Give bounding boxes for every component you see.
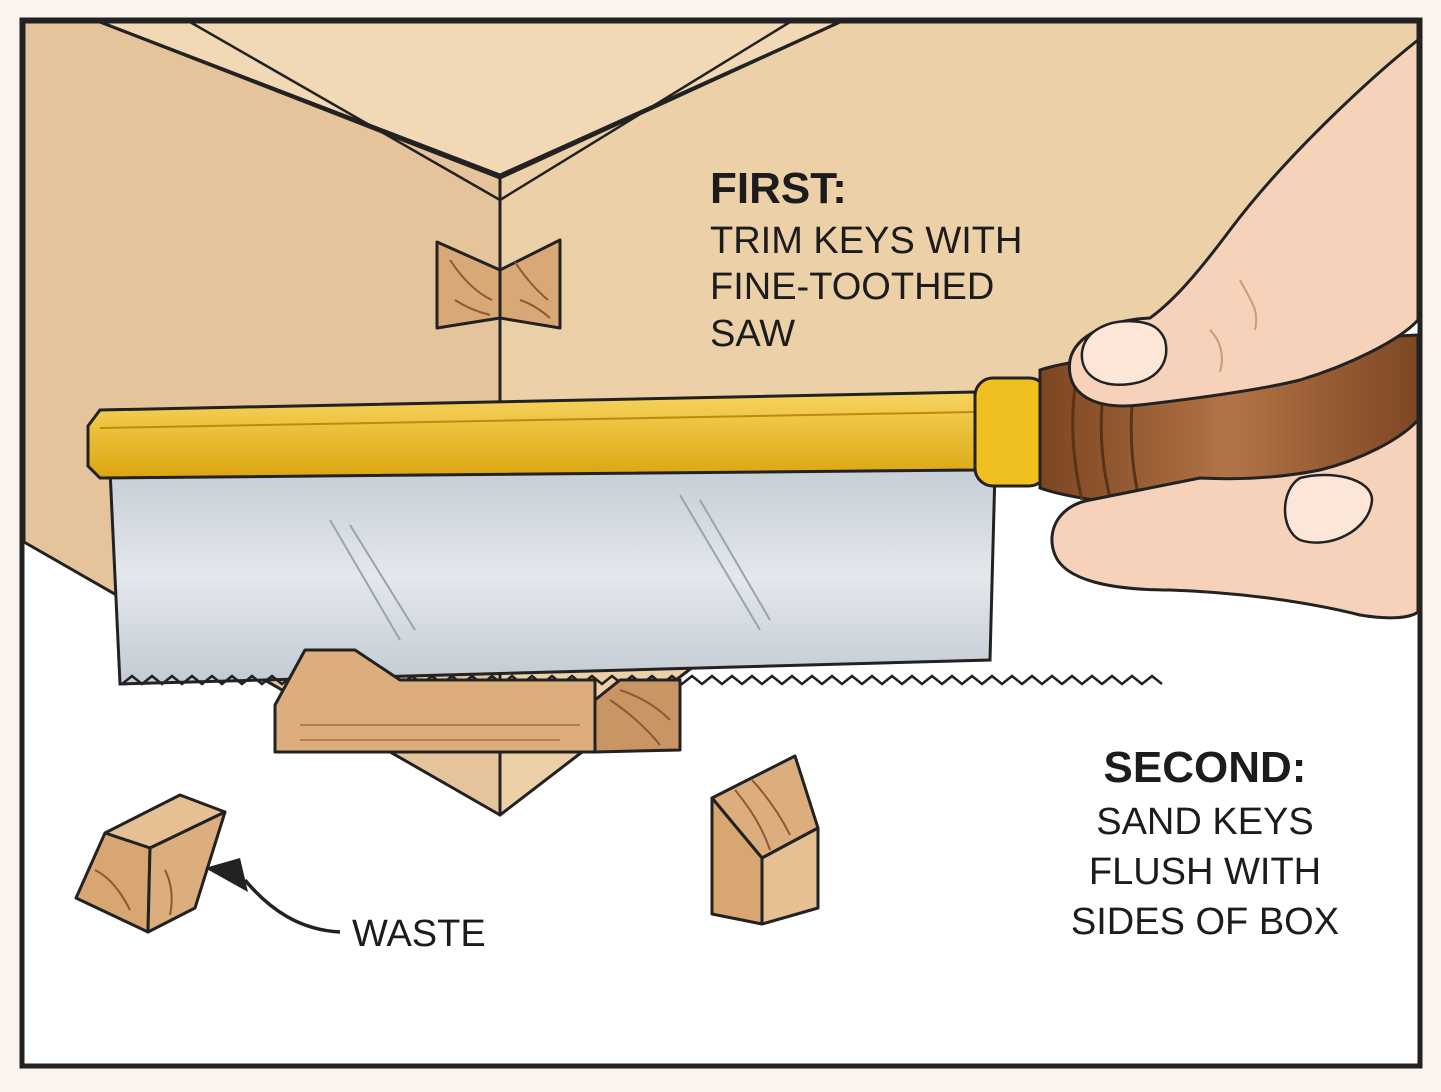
saw-ferrule <box>973 376 1049 488</box>
first-line-2: FINE-TOOTHED <box>710 266 994 308</box>
hand <box>1050 38 1420 620</box>
waste-piece-left <box>74 793 227 934</box>
second-line-1: SAND KEYS <box>1096 801 1314 843</box>
finger-nail <box>1283 473 1374 544</box>
waste-label: WASTE <box>352 913 486 955</box>
second-line-3: SIDES OF BOX <box>1071 901 1339 943</box>
first-line-3: SAW <box>710 313 795 355</box>
first-heading: FIRST: <box>710 164 847 213</box>
saw <box>86 333 1420 686</box>
hand-fingers <box>1050 418 1420 620</box>
thumb-nail <box>1080 320 1168 386</box>
key-upper <box>435 238 562 330</box>
first-line-1: TRIM KEYS WITH <box>710 220 1022 262</box>
curved-arrow-icon <box>205 858 341 934</box>
second-line-2: FLUSH WITH <box>1089 851 1321 893</box>
waste-piece-right <box>710 754 820 926</box>
hand-thumb <box>1067 38 1420 408</box>
saw-blade <box>108 468 997 686</box>
key-being-trimmed <box>273 648 682 754</box>
second-heading: SECOND: <box>1104 743 1307 792</box>
